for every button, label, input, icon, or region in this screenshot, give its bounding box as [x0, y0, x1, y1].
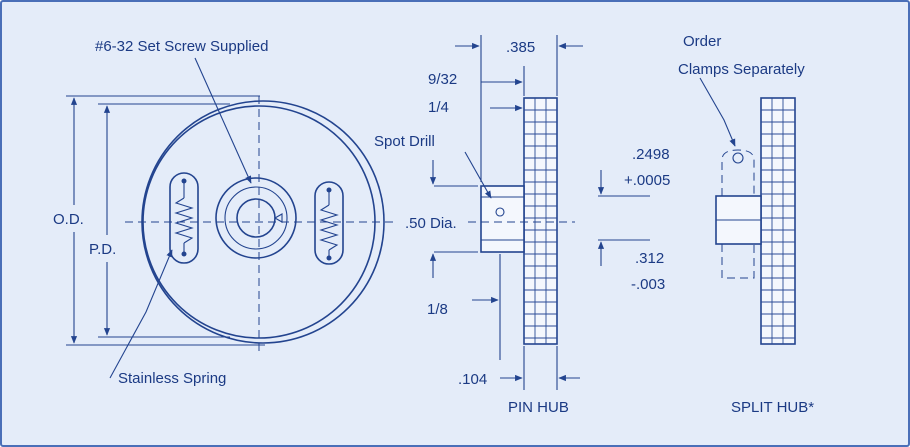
clamp-screw [732, 152, 744, 164]
dia-50-label: .50 Dia. [405, 215, 457, 232]
split-hub-label: SPLIT HUB* [731, 399, 814, 416]
right-spring-slot [314, 181, 344, 265]
hub-outer [215, 177, 297, 259]
split-hub-teeth-grid [761, 98, 795, 344]
split-hub-gear-body [760, 97, 796, 345]
spot-drill-hole [495, 207, 505, 217]
tol-plus-0005-label: +.0005 [624, 172, 670, 189]
order-clamps-leader [699, 77, 736, 147]
dim-385-label: .385 [506, 39, 535, 56]
left-spring-slot [169, 172, 199, 264]
pd-label: P.D. [89, 241, 116, 258]
dim-1-4-label: 1/4 [428, 99, 449, 116]
tol-minus-003-label: -.003 [631, 276, 665, 293]
pin-hub-view [429, 35, 650, 390]
order-label-line1: Order [683, 33, 721, 50]
dim-9-32-label: 9/32 [428, 71, 457, 88]
set-screw-label: #6-32 Set Screw Supplied [95, 38, 268, 55]
dim-1-8-label: 1/8 [427, 301, 448, 318]
order-label-line2: Clamps Separately [678, 61, 805, 78]
spring-leader [109, 249, 173, 379]
set-screw-mark [273, 213, 283, 223]
set-screw-leader [194, 57, 252, 184]
spot-drill-label: Spot Drill [374, 133, 435, 150]
hub-middle [224, 186, 288, 250]
split-hub-view [699, 77, 796, 345]
stainless-spring-label: Stainless Spring [118, 370, 226, 387]
pin-hub-gear-body [523, 97, 558, 345]
pin-hub-label: PIN HUB [508, 399, 569, 416]
bore-2498-label: .2498 [632, 146, 670, 163]
front-view [66, 57, 398, 379]
dim-104-label: .104 [458, 371, 487, 388]
pin-hub-hub [480, 185, 525, 253]
pin-hub-teeth-grid [524, 98, 557, 344]
bore [236, 198, 276, 238]
split-hub-clamp-outline [721, 149, 755, 279]
od-label: O.D. [53, 211, 84, 228]
dim-312-label: .312 [635, 250, 664, 267]
